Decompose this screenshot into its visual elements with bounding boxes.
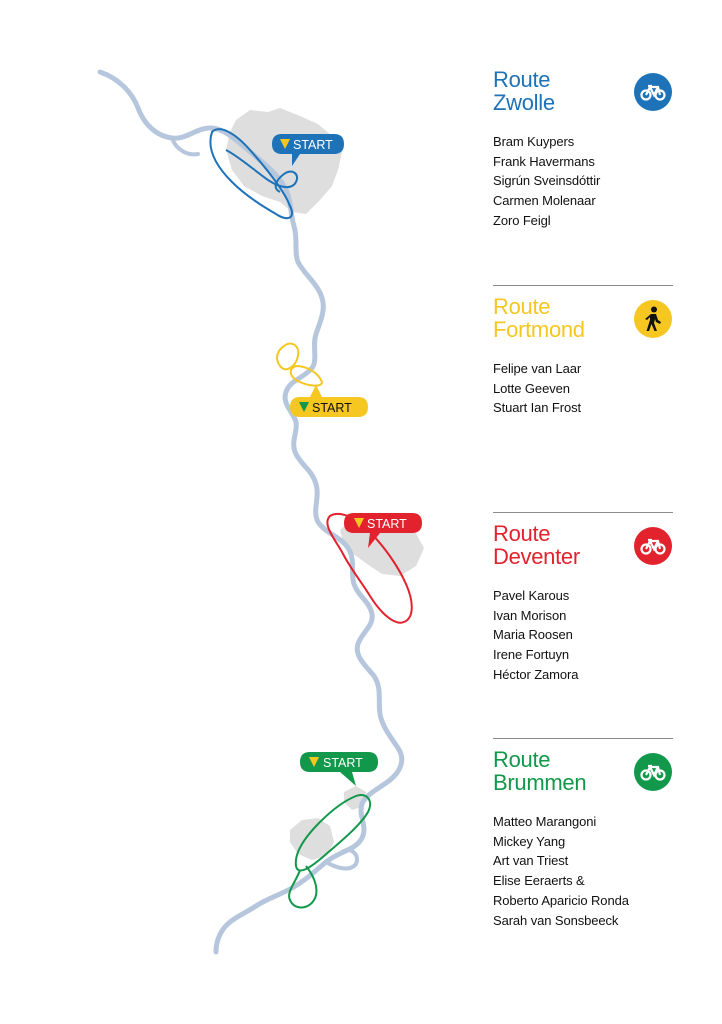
artist-name: Matteo Marangoni	[493, 814, 597, 829]
artist-name: Elise Eeraerts &	[493, 873, 585, 889]
artist-name: Frank Havermans	[493, 153, 595, 169]
artist-name: Lotte Geeven	[493, 380, 570, 396]
divider	[493, 512, 673, 513]
artist-name: Carmen Molenaar	[493, 193, 596, 209]
start-triangle-icon	[280, 139, 290, 149]
divider	[493, 285, 673, 286]
route-title: Route Deventer	[493, 522, 673, 568]
artist-name: Felipe van Laar	[493, 361, 582, 376]
start-triangle-icon	[354, 518, 364, 528]
artist-list: Bram Kuypers Frank Havermans Sigrún Svei…	[493, 132, 600, 231]
start-triangle-icon	[309, 757, 319, 767]
start-marker-brummen[interactable]: START	[300, 752, 378, 786]
start-label: START	[293, 138, 333, 152]
artist-name: Stuart Ian Frost	[493, 400, 581, 416]
divider	[493, 738, 673, 739]
artist-list: Pavel Karous Ivan Morison Maria Roosen I…	[493, 586, 578, 685]
artist-name: Sarah van Sonsbeeck	[493, 912, 619, 928]
artist-name: Ivan Morison	[493, 607, 567, 623]
route-title-line1: Route	[493, 294, 551, 319]
route-brummen-loop	[288, 794, 372, 909]
start-marker-fortmond[interactable]: START	[290, 385, 368, 417]
artist-name: Zoro Feigl	[493, 212, 551, 228]
bicycle-icon	[634, 527, 672, 565]
route-title-line2: Zwolle	[493, 90, 555, 115]
artist-name: Irene Fortuyn	[493, 647, 570, 663]
artist-name: Héctor Zamora	[493, 666, 579, 682]
artist-name: Sigrún Sveinsdóttir	[493, 173, 601, 189]
route-legend-zwolle: Route Zwolle Bram Kuypers Frank Haverman…	[493, 68, 673, 228]
artist-name: Pavel Karous	[493, 588, 570, 603]
bicycle-icon	[634, 753, 672, 791]
route-title-line1: Route	[493, 67, 551, 92]
start-triangle-icon	[299, 402, 309, 412]
route-zwolle-loop	[209, 128, 298, 220]
artist-list: Felipe van Laar Lotte Geeven Stuart Ian …	[493, 359, 581, 418]
route-title: Route Brummen	[493, 748, 673, 794]
walking-icon	[634, 300, 672, 338]
bicycle-icon	[634, 73, 672, 111]
artist-name: Mickey Yang	[493, 833, 566, 849]
route-legend-fortmond: Route Fortmond Felipe van Laar Lotte Gee…	[493, 295, 673, 415]
start-marker-deventer[interactable]: START	[344, 513, 422, 548]
route-legend-deventer: Route Deventer Pavel Karous Ivan Morison…	[493, 522, 673, 682]
artist-name: Maria Roosen	[493, 627, 573, 643]
artist-name: Roberto Aparicio Ronda	[493, 892, 629, 908]
start-label: START	[312, 401, 352, 415]
artist-name: Bram Kuypers	[493, 134, 575, 149]
artist-name: Art van Triest	[493, 853, 569, 869]
route-title-line2: Deventer	[493, 544, 580, 569]
river-ijssel	[97, 69, 405, 955]
start-label: START	[323, 756, 363, 770]
artist-list: Matteo Marangoni Mickey Yang Art van Tri…	[493, 812, 629, 930]
town-area-brummen	[290, 818, 334, 860]
route-title-line2: Fortmond	[493, 317, 585, 342]
route-legend-brummen: Route Brummen Matteo Marangoni Mickey Ya…	[493, 748, 673, 928]
river-branch-brummen	[324, 848, 359, 871]
route-title-line2: Brummen	[493, 770, 587, 795]
start-marker-zwolle[interactable]: START	[272, 134, 344, 166]
river-branch-zwolle	[170, 136, 200, 157]
route-fortmond-loop	[276, 342, 324, 387]
route-title: Route Zwolle	[493, 68, 673, 114]
route-title-line1: Route	[493, 747, 551, 772]
start-label: START	[367, 517, 407, 531]
route-title: Route Fortmond	[493, 295, 673, 341]
route-title-line1: Route	[493, 521, 551, 546]
